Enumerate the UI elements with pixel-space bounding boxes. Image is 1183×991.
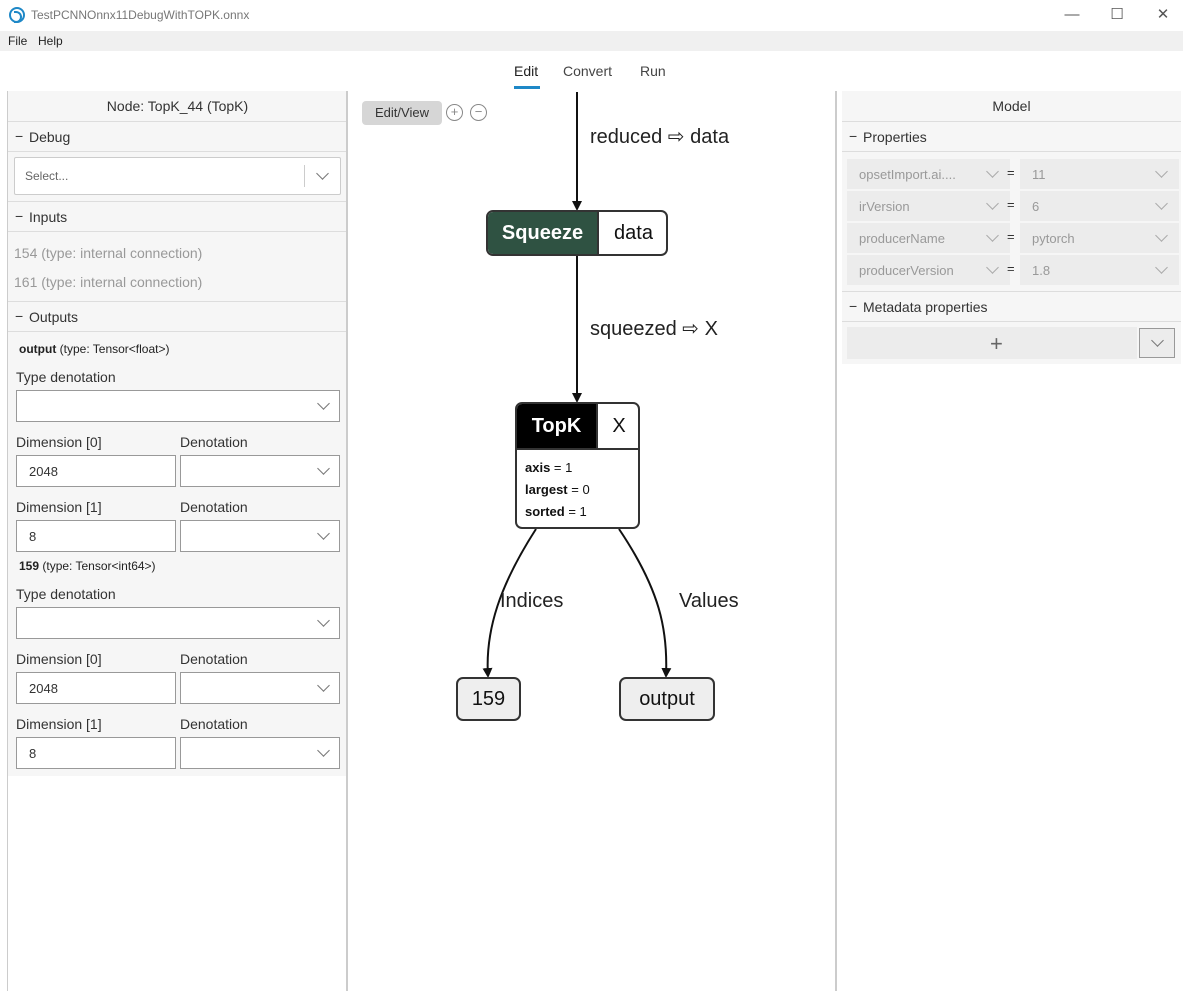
app-logo-icon <box>9 7 25 23</box>
chevron-down-icon <box>1155 197 1168 210</box>
add-metadata-button[interactable]: + <box>847 327 1137 359</box>
model-title: Model <box>992 98 1031 114</box>
panel-divider[interactable] <box>346 91 348 991</box>
type-denotation-select[interactable] <box>16 607 340 639</box>
topk-node[interactable]: TopK X axis = 1 largest = 0 sorted = 1 <box>515 402 640 529</box>
chevron-down-icon <box>986 261 999 274</box>
denotation-label: Denotation <box>180 434 248 450</box>
dimension-input[interactable]: 8 <box>16 737 176 769</box>
main-tabs: Edit Convert Run <box>0 51 1183 91</box>
input-item: 161 (type: internal connection) <box>14 274 203 290</box>
dimension-input[interactable]: 2048 <box>16 672 176 704</box>
property-key-select[interactable]: opsetImport.ai.... <box>847 159 1010 189</box>
tab-edit[interactable]: Edit <box>514 63 539 79</box>
edge-label-reduced-data: reduced ⇨ data <box>590 126 730 148</box>
active-tab-indicator <box>514 86 540 89</box>
property-value-select[interactable]: 1.8 <box>1020 255 1179 285</box>
topk-input-port: X <box>596 404 638 448</box>
output-name: 159 (type: Tensor<int64>) <box>19 559 156 573</box>
close-button[interactable]: ✕ <box>1156 6 1170 23</box>
input-item: 154 (type: internal connection) <box>14 245 203 261</box>
chevron-down-icon <box>986 229 999 242</box>
title-bar: TestPCNNOnnx11DebugWithTOPK.onnx — ☐ ✕ <box>0 0 1183 31</box>
chevron-down-icon <box>1155 261 1168 274</box>
panel-divider[interactable] <box>835 91 837 991</box>
property-key-select[interactable]: producerVersion <box>847 255 1010 285</box>
menu-bar: File Help <box>0 31 1183 51</box>
type-denotation-label: Type denotation <box>16 586 116 602</box>
output-name: output (type: Tensor<float>) <box>19 342 170 356</box>
topk-op-label: TopK <box>517 404 596 448</box>
chevron-down-icon <box>986 165 999 178</box>
property-value-select[interactable]: 11 <box>1020 159 1179 189</box>
denotation-select[interactable] <box>180 455 340 487</box>
property-value-select[interactable]: pytorch <box>1020 223 1179 253</box>
edge-label-squeezed-x: squeezed ⇨ X <box>590 318 718 340</box>
edge-values <box>618 528 672 678</box>
tab-convert[interactable]: Convert <box>563 63 613 79</box>
metadata-dropdown[interactable] <box>1139 328 1175 358</box>
chevron-down-icon <box>1155 229 1168 242</box>
model-properties-panel: Model − Properties opsetImport.ai.... = … <box>842 91 1181 364</box>
node-title: Node: TopK_44 (TopK) <box>106 98 249 114</box>
denotation-select[interactable] <box>180 737 340 769</box>
collapse-icon: − <box>849 128 858 144</box>
dimension-input[interactable]: 2048 <box>16 455 176 487</box>
dimension-label: Dimension [1] <box>16 499 102 515</box>
menu-file[interactable]: File <box>8 34 28 48</box>
edge-label-values: Values <box>679 590 739 612</box>
metadata-section-header[interactable]: − Metadata properties <box>842 291 1181 322</box>
properties-section-header[interactable]: − Properties <box>842 121 1181 152</box>
squeeze-node[interactable]: Squeeze data <box>486 210 668 256</box>
property-key-select[interactable]: producerName <box>847 223 1010 253</box>
zoom-in-icon[interactable]: + <box>446 104 463 121</box>
output-node-output[interactable]: output <box>619 677 715 721</box>
dimension-label: Dimension [1] <box>16 716 102 732</box>
collapse-icon: − <box>15 308 24 324</box>
topk-attr-sorted: sorted = 1 <box>525 504 587 519</box>
edit-view-button[interactable]: Edit/View <box>362 101 442 125</box>
edge-indices <box>482 528 537 678</box>
denotation-label: Denotation <box>180 651 248 667</box>
collapse-icon: − <box>849 298 858 314</box>
collapse-icon: − <box>15 128 24 144</box>
output-node-159[interactable]: 159 <box>456 677 521 721</box>
outputs-section-header[interactable]: − Outputs <box>8 301 347 332</box>
topk-attr-largest: largest = 0 <box>525 482 590 497</box>
chevron-down-icon <box>1151 334 1164 347</box>
dimension-input[interactable]: 8 <box>16 520 176 552</box>
collapse-icon: − <box>15 208 24 224</box>
denotation-select[interactable] <box>180 520 340 552</box>
zoom-out-icon[interactable]: − <box>470 104 487 121</box>
menu-help[interactable]: Help <box>38 34 63 48</box>
denotation-label: Denotation <box>180 716 248 732</box>
property-value-select[interactable]: 6 <box>1020 191 1179 221</box>
denotation-label: Denotation <box>180 499 248 515</box>
squeeze-input-port: data <box>597 212 666 254</box>
debug-select[interactable]: Select... <box>14 157 341 195</box>
node-properties-panel: Node: TopK_44 (TopK) − Debug Select... −… <box>7 91 347 991</box>
squeeze-op-label: Squeeze <box>488 212 597 254</box>
inputs-section-header[interactable]: − Inputs <box>8 201 347 232</box>
debug-section-header[interactable]: − Debug <box>8 121 347 152</box>
tab-run[interactable]: Run <box>640 63 666 79</box>
plus-icon: + <box>990 331 1003 356</box>
chevron-down-icon <box>1155 165 1168 178</box>
node-properties-content: Node: TopK_44 (TopK) − Debug Select... −… <box>8 91 347 776</box>
minimize-button[interactable]: — <box>1064 6 1080 23</box>
type-denotation-label: Type denotation <box>16 369 116 385</box>
type-denotation-select[interactable] <box>16 390 340 422</box>
maximize-button[interactable]: ☐ <box>1110 6 1124 23</box>
chevron-down-icon <box>986 197 999 210</box>
topk-attr-axis: axis = 1 <box>525 460 573 475</box>
denotation-select[interactable] <box>180 672 340 704</box>
edge-label-indices: Indices <box>500 590 564 612</box>
dimension-label: Dimension [0] <box>16 434 102 450</box>
property-key-select[interactable]: irVersion <box>847 191 1010 221</box>
window-title: TestPCNNOnnx11DebugWithTOPK.onnx <box>31 8 250 22</box>
dimension-label: Dimension [0] <box>16 651 102 667</box>
